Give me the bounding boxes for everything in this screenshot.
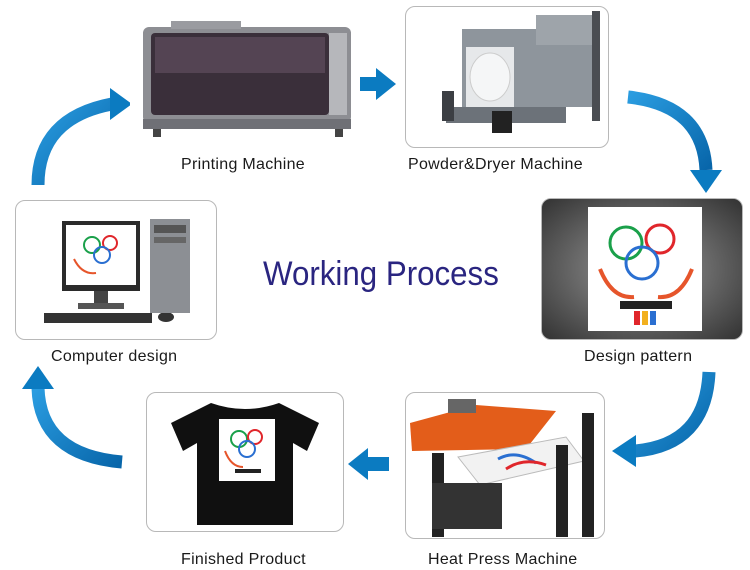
diagram-title: Working Process (263, 255, 499, 293)
step-label-design-pattern: Design pattern (584, 348, 693, 365)
design-pattern-image (542, 199, 742, 339)
arrow-powder-to-design (627, 90, 722, 193)
printing-machine-card (130, 6, 360, 148)
arrow-design-to-heatpress (612, 371, 716, 467)
computer-design-card (15, 200, 217, 340)
step-label-powder-dryer: Powder&Dryer Machine (408, 156, 583, 173)
heat-press-card (405, 392, 605, 539)
arrow-computer-to-printing (31, 88, 132, 186)
finished-product-image (171, 403, 319, 525)
computer-design-image (44, 219, 190, 323)
step-label-printing: Printing Machine (181, 156, 305, 173)
powder-dryer-card (405, 6, 609, 148)
powder-dryer-image (442, 11, 600, 133)
step-label-finished-product: Finished Product (181, 551, 306, 568)
arrow-heatpress-to-finished (348, 448, 389, 480)
arrow-printing-to-powder (357, 68, 396, 100)
printing-machine-image (143, 21, 351, 137)
arrow-finished-to-computer (22, 366, 123, 469)
heat-press-image (410, 399, 594, 537)
design-pattern-card (541, 198, 743, 340)
step-label-computer-design: Computer design (51, 348, 178, 365)
step-label-heat-press: Heat Press Machine (428, 551, 578, 568)
finished-product-card (146, 392, 344, 532)
